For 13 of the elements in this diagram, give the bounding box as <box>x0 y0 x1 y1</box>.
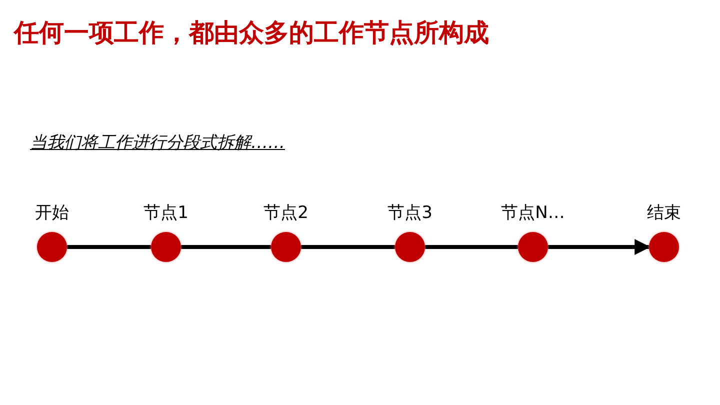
node-label: 节点2 <box>264 202 308 224</box>
connector-line <box>425 245 518 249</box>
node-label: 结束 <box>647 202 681 224</box>
node-label: 节点N… <box>501 202 565 224</box>
node-label: 开始 <box>35 202 69 224</box>
arrow <box>548 239 651 255</box>
subtitle: 当我们将工作进行分段式拆解…… <box>30 132 285 154</box>
connector-line <box>67 245 151 249</box>
connector-line <box>181 245 271 249</box>
connector-line <box>301 245 395 249</box>
node-label: 节点3 <box>388 202 432 224</box>
node-label: 节点1 <box>144 202 188 224</box>
title: 任何一项工作，都由众多的工作节点所构成 <box>14 17 489 49</box>
